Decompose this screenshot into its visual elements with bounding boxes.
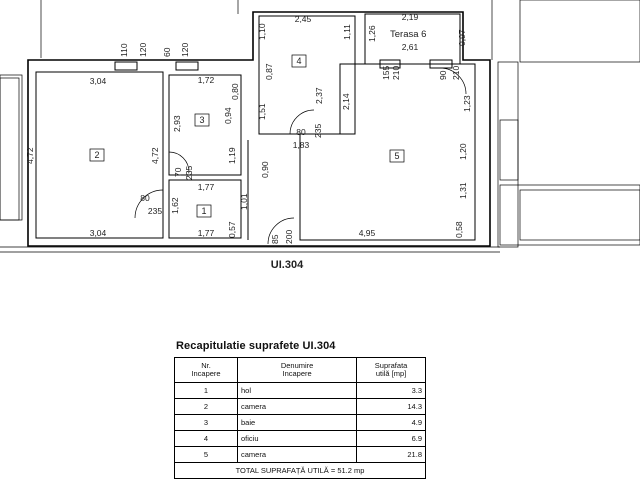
dim-label: 2,93 bbox=[172, 115, 182, 132]
neighbour-walls bbox=[0, 0, 640, 253]
floor-plan: 2 3 4 5 1 Terasa 6 2,45 2,19 2,61 3,04 1… bbox=[0, 0, 640, 271]
dim-label: 210 bbox=[391, 66, 401, 80]
dim-label: 80 bbox=[140, 193, 150, 203]
dim-label: 4,72 bbox=[25, 147, 35, 164]
cell-name: camera bbox=[237, 398, 358, 415]
dim-label: 0,80 bbox=[230, 83, 240, 100]
header-nr: Nr. Incapere bbox=[173, 357, 239, 383]
dim-label: 4,95 bbox=[359, 228, 376, 238]
dim-label: 1,26 bbox=[367, 25, 377, 42]
table-row: 5 camera 21.8 bbox=[173, 446, 426, 463]
cell-nr: 2 bbox=[173, 398, 239, 415]
cell-area: 14.3 bbox=[356, 398, 426, 415]
dim-label: 110 bbox=[119, 43, 129, 57]
dim-label: 235 bbox=[184, 166, 194, 180]
dim-label: 70 bbox=[173, 167, 183, 177]
dim-label: 2,19 bbox=[402, 12, 419, 22]
dim-label: 120 bbox=[180, 43, 190, 57]
dim-label: 210 bbox=[451, 66, 461, 80]
cell-name: baie bbox=[237, 414, 358, 431]
cell-area: 4.9 bbox=[356, 414, 426, 431]
vertical-dimension-labels: 110 120 60 120 1,10 1,11 1,26 0,97 0,80 … bbox=[25, 23, 472, 244]
dim-label: 80 bbox=[296, 127, 306, 137]
table-title: Recapitulatie suprafete UI.304 bbox=[176, 340, 336, 352]
dim-label: 1,11 bbox=[342, 24, 352, 40]
room-5-label: 5 bbox=[394, 151, 399, 161]
dim-label: 3,04 bbox=[90, 76, 107, 86]
dim-label: 155 bbox=[381, 66, 391, 80]
dim-label: 1,19 bbox=[227, 147, 237, 164]
dim-label: 3,04 bbox=[90, 228, 107, 238]
cell-nr: 3 bbox=[173, 414, 239, 431]
table-row: 1 hol 3.3 bbox=[173, 382, 426, 399]
dim-label: 90 bbox=[438, 70, 448, 80]
dim-label: 0,97 bbox=[457, 29, 467, 46]
room-1-label: 1 bbox=[201, 206, 206, 216]
cell-nr: 5 bbox=[173, 446, 239, 463]
cell-nr: 4 bbox=[173, 430, 239, 447]
table-row: 3 baie 4.9 bbox=[173, 414, 426, 431]
dim-label: 1,77 bbox=[198, 228, 215, 238]
dim-label: 1,01 bbox=[239, 193, 249, 210]
cell-area: 21.8 bbox=[356, 446, 426, 463]
table-row: 2 camera 14.3 bbox=[173, 398, 426, 415]
door-swings bbox=[134, 67, 467, 245]
dim-label: 0,87 bbox=[264, 63, 274, 80]
dim-label: 120 bbox=[138, 43, 148, 57]
dim-label: 2,45 bbox=[295, 14, 312, 24]
dim-label: 0,57 bbox=[227, 221, 237, 238]
cell-name: hol bbox=[237, 382, 358, 399]
cell-name: oficiu bbox=[237, 430, 358, 447]
dim-label: 1,31 bbox=[458, 182, 468, 199]
dim-label: 1,62 bbox=[170, 197, 180, 214]
room-4-label: 4 bbox=[296, 56, 301, 66]
terrace-label: Terasa 6 bbox=[390, 29, 426, 40]
header-name: Denumire Incapere bbox=[237, 357, 358, 383]
table-total-row: TOTAL SUPRAFAȚĂ UTILĂ = 51.2 mp bbox=[174, 462, 426, 479]
dim-label: 1,72 bbox=[198, 75, 215, 85]
dim-label: 0,58 bbox=[454, 221, 464, 238]
cell-area: 3.3 bbox=[356, 382, 426, 399]
area-summary-table: Nr. Incapere Denumire Incapere Suprafata… bbox=[173, 357, 426, 479]
table-row: 4 oficiu 6.9 bbox=[173, 430, 426, 447]
dimension-labels: 2,45 2,19 2,61 3,04 1,72 80 1,83 1,77 80… bbox=[90, 12, 419, 238]
total-area: TOTAL SUPRAFAȚĂ UTILĂ = 51.2 mp bbox=[174, 462, 426, 479]
dim-label: 235 bbox=[313, 124, 323, 138]
cell-area: 6.9 bbox=[356, 430, 426, 447]
room-2-label: 2 bbox=[94, 150, 99, 160]
dim-label: 0,94 bbox=[223, 107, 233, 124]
dim-label: 2,61 bbox=[402, 42, 419, 52]
dim-label: 1,10 bbox=[257, 23, 267, 40]
dim-label: 1,23 bbox=[462, 95, 472, 112]
dim-label: 1,51 bbox=[257, 103, 267, 120]
dim-label: 2,14 bbox=[341, 93, 351, 110]
dim-label: 1,77 bbox=[198, 182, 215, 192]
inner-walls bbox=[35, 13, 476, 241]
dim-label: 2,37 bbox=[314, 87, 324, 104]
dim-label: 200 bbox=[284, 230, 294, 244]
dim-label: 85 bbox=[270, 234, 280, 244]
dim-label: 60 bbox=[162, 47, 172, 57]
room-labels: 2 3 4 5 1 bbox=[89, 54, 405, 218]
dim-label: 1,20 bbox=[458, 143, 468, 160]
table-header-row: Nr. Incapere Denumire Incapere Suprafata… bbox=[173, 357, 426, 383]
room-3-label: 3 bbox=[199, 115, 204, 125]
header-area: Suprafata utilă [mp] bbox=[356, 357, 426, 383]
dim-label: 235 bbox=[148, 206, 162, 216]
dim-label: 4,72 bbox=[150, 147, 160, 164]
dim-label: 1,83 bbox=[293, 140, 310, 150]
cell-nr: 1 bbox=[173, 382, 239, 399]
cell-name: camera bbox=[237, 446, 358, 463]
dim-label: 0,90 bbox=[260, 161, 270, 178]
unit-label: UI.304 bbox=[271, 259, 304, 271]
